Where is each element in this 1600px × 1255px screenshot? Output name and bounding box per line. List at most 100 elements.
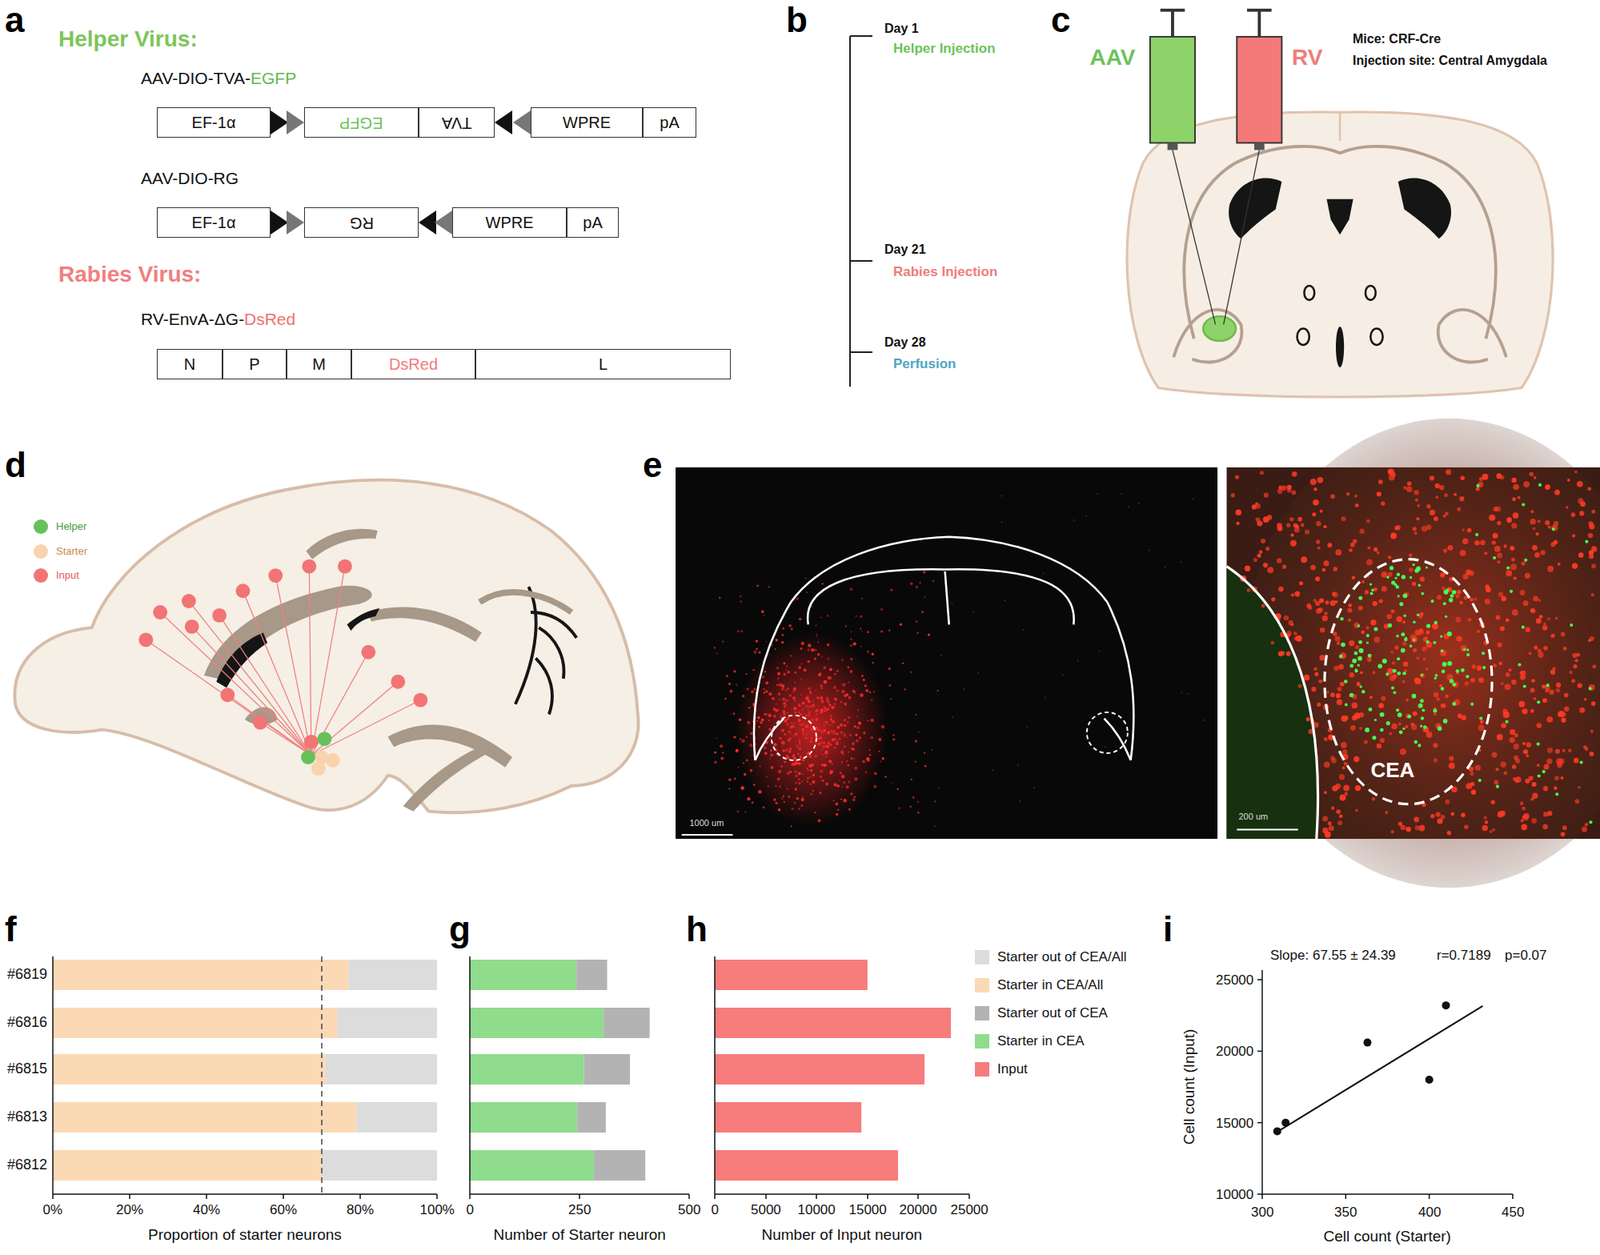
legend-swatch: [974, 1034, 990, 1049]
labelled-cell: [729, 689, 733, 694]
labelled-cell: [1448, 762, 1456, 770]
labelled-cell: [766, 713, 769, 716]
labelled-cell: [816, 696, 819, 699]
labelled-cell: [1267, 514, 1272, 520]
labelled-cell: [749, 743, 753, 747]
labelled-cell: [797, 753, 800, 756]
labelled-cell: [1379, 737, 1385, 743]
labelled-cell: [793, 802, 796, 804]
labelled-cell: [871, 653, 875, 656]
starter-cell: [1536, 700, 1540, 704]
labelled-cell: [1265, 546, 1270, 551]
labelled-cell: [750, 690, 754, 694]
axis-tick-mark: [52, 1194, 54, 1199]
labelled-cell: [1348, 640, 1355, 646]
labelled-cell: [797, 665, 802, 670]
labelled-cell: [1499, 661, 1503, 666]
labelled-cell: [845, 625, 847, 627]
labelled-cell: [740, 785, 744, 790]
labelled-cell: [793, 687, 797, 691]
labelled-cell: [777, 769, 782, 774]
labelled-cell: [1323, 525, 1327, 529]
labelled-cell: [1529, 518, 1536, 525]
labelled-cell: [1261, 604, 1266, 609]
starter-cell: [1395, 708, 1400, 712]
labelled-cell: [909, 806, 912, 809]
starter-cell: [1402, 671, 1406, 675]
labelled-cell: [1287, 485, 1292, 490]
labelled-cell: [1311, 512, 1316, 517]
labelled-cell: [1528, 652, 1532, 656]
labelled-cell: [1455, 635, 1462, 642]
labelled-cell: [753, 688, 756, 691]
labelled-cell: [830, 714, 833, 718]
labelled-cell: [815, 713, 819, 716]
labelled-cell: [1148, 549, 1151, 552]
labelled-cell: [1561, 749, 1565, 753]
labelled-cell: [1525, 753, 1529, 758]
labelled-cell: [806, 591, 808, 594]
labelled-cell: [1235, 474, 1240, 479]
starter-cell: [1470, 702, 1474, 706]
axis-tick-mark: [1511, 1194, 1514, 1199]
labelled-cell: [849, 733, 852, 737]
axis-tick-mark: [205, 1194, 208, 1199]
labelled-cell: [1247, 588, 1252, 593]
labelled-cell: [1332, 592, 1339, 598]
labelled-cell: [749, 769, 754, 773]
starter-cell: [1397, 594, 1400, 598]
labelled-cell: [1511, 477, 1516, 483]
labelled-cell: [809, 690, 812, 694]
labelled-cell: [1404, 725, 1408, 729]
labelled-cell: [818, 818, 822, 823]
labelled-cell: [1542, 697, 1548, 703]
labelled-cell: [1381, 585, 1388, 592]
labelled-cell: [880, 629, 883, 633]
labelled-cell: [769, 737, 772, 740]
labelled-cell: [1361, 580, 1365, 584]
labelled-cell: [827, 657, 830, 660]
labelled-cell: [826, 614, 829, 617]
labelled-cell: [934, 800, 937, 803]
labelled-cell: [826, 697, 829, 700]
labelled-cell: [842, 753, 845, 755]
labelled-cell: [1235, 509, 1242, 516]
labelled-cell: [1411, 724, 1417, 730]
labelled-cell: [811, 780, 815, 784]
labelled-cell: [1315, 576, 1320, 582]
labelled-cell: [856, 715, 859, 718]
labelled-cell: [1367, 545, 1371, 550]
labelled-cell: [1259, 470, 1264, 475]
labelled-cell: [792, 696, 796, 700]
labelled-cell: [1560, 717, 1566, 723]
labelled-cell: [1562, 825, 1568, 831]
labelled-cell: [1384, 810, 1388, 815]
labelled-cell: [826, 698, 830, 702]
labelled-cell: [1341, 516, 1347, 522]
labelled-cell: [1435, 811, 1440, 817]
labelled-cell: [1388, 473, 1396, 481]
labelled-cell: [826, 745, 830, 750]
labelled-cell: [1366, 625, 1370, 630]
starter-cell: [1434, 621, 1438, 625]
labelled-cell: [752, 669, 754, 671]
labelled-cell: [1073, 519, 1075, 522]
labelled-cell: [788, 693, 792, 698]
labelled-cell: [850, 792, 853, 795]
labelled-cell: [864, 684, 867, 687]
labelled-cell: [1542, 824, 1548, 830]
labelled-cell: [890, 697, 892, 700]
axis-tick-mark: [469, 1194, 471, 1199]
input-neuron: [301, 559, 317, 574]
labelled-cell: [728, 788, 730, 790]
labelled-cell: [1457, 713, 1463, 719]
labelled-cell: [1353, 622, 1360, 629]
labelled-cell: [773, 714, 777, 718]
labelled-cell: [1287, 620, 1293, 626]
labelled-cell: [1439, 684, 1443, 688]
labelled-cell: [1406, 485, 1413, 493]
starter-cell: [1434, 677, 1437, 680]
labelled-cell: [794, 732, 798, 736]
labelled-cell: [1426, 731, 1433, 738]
labelled-cell: [807, 708, 810, 710]
